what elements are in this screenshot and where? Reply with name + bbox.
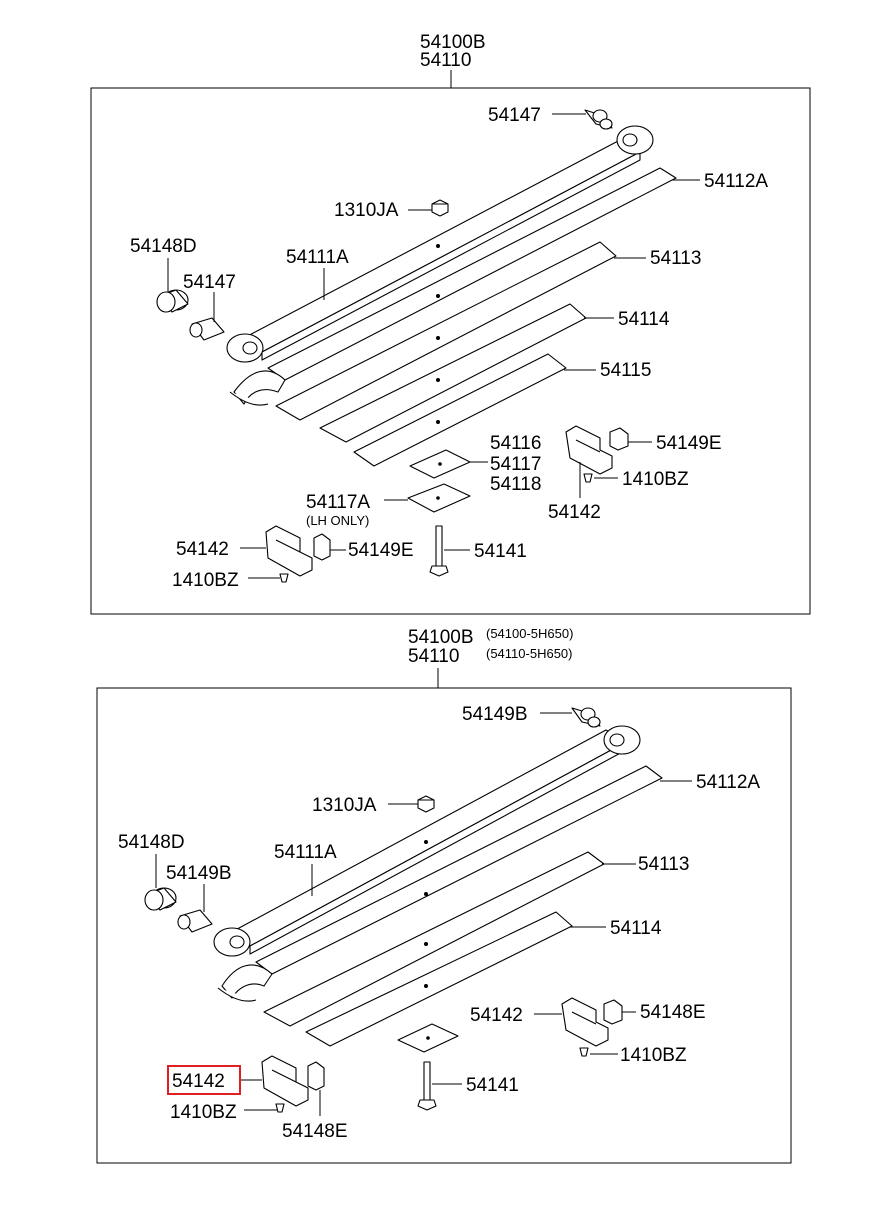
top-center-bolt	[429, 525, 449, 577]
bottom-assembly-number-1[interactable]: 54100B	[408, 627, 474, 648]
top-assembly-number-1[interactable]: 54100B	[420, 32, 486, 53]
bottom-label-leaf-c[interactable]: 54114	[610, 918, 662, 939]
bottom-clip-right	[561, 997, 623, 1057]
bottom-label-leaf-b[interactable]: 54113	[638, 854, 689, 875]
highlight-box	[167, 1065, 241, 1095]
bottom-label-bushing[interactable]: 54148D	[118, 832, 185, 853]
top-label-pad3[interactable]: 54118	[490, 474, 541, 495]
top-label-leaf-d[interactable]: 54115	[600, 360, 651, 381]
top-label-main-leaf[interactable]: 54111A	[286, 247, 349, 268]
bottom-label-pin-left[interactable]: 54149B	[166, 863, 232, 884]
top-leaf-54112a	[229, 167, 677, 406]
bottom-clip-left	[261, 1055, 325, 1113]
top-diagram-frame	[90, 87, 811, 615]
bottom-diagram: 54100B 54110 (54100-5H650) (54110-5H650)	[96, 626, 792, 1164]
bottom-label-center-bolt[interactable]: 54141	[466, 1075, 519, 1096]
top-label-clip-pin-left[interactable]: 54149E	[348, 540, 414, 561]
bottom-pin-left	[177, 909, 213, 933]
bottom-label-pin-upper[interactable]: 54149B	[462, 704, 528, 725]
bottom-nut	[417, 795, 435, 813]
top-label-bolt-left[interactable]: 1410BZ	[172, 570, 239, 591]
top-label-clip-right[interactable]: 54142	[548, 502, 601, 523]
bottom-label-bolt-left[interactable]: 1410BZ	[170, 1102, 237, 1123]
top-label-lh-note: (LH ONLY)	[306, 513, 369, 528]
bottom-leader-lines	[155, 712, 692, 1116]
bottom-ref-1: (54100-5H650)	[486, 626, 573, 641]
top-bushing	[156, 289, 189, 313]
bottom-label-main-leaf[interactable]: 54111A	[274, 842, 337, 863]
bottom-label-clip-pin-left[interactable]: 54148E	[282, 1121, 348, 1142]
bottom-leaf-54114	[305, 911, 573, 1047]
top-leaf-54113	[275, 241, 617, 421]
bottom-assembly-number-2[interactable]: 54110	[408, 646, 459, 667]
top-label-leaf-c[interactable]: 54114	[618, 309, 670, 330]
top-main-leaf	[226, 125, 654, 363]
top-pin-upper	[584, 109, 613, 130]
top-label-clip-left[interactable]: 54142	[176, 539, 229, 560]
bottom-pin-upper	[571, 707, 601, 728]
top-label-bushing[interactable]: 54148D	[130, 236, 197, 257]
bottom-label-clip-left-highlighted[interactable]: 54142	[172, 1071, 225, 1092]
top-label-center-bolt[interactable]: 54141	[474, 541, 527, 562]
bottom-label-leaf-a[interactable]: 54112A	[696, 772, 760, 793]
top-label-bolt-right[interactable]: 1410BZ	[622, 469, 689, 490]
top-label-pin-upper[interactable]: 54147	[488, 105, 541, 126]
top-label-leaf-b[interactable]: 54113	[650, 248, 701, 269]
bottom-label-bolt-right[interactable]: 1410BZ	[620, 1045, 687, 1066]
top-label-pad1[interactable]: 54116	[490, 433, 541, 454]
top-leaf-54115	[353, 353, 567, 467]
bottom-leaf-54112a	[217, 765, 663, 1002]
top-label-pad2[interactable]: 54117	[490, 454, 541, 475]
top-clip-left	[265, 525, 331, 583]
top-pin-left	[189, 317, 225, 341]
top-leader-lines	[167, 113, 700, 579]
bottom-diagram-frame	[96, 687, 792, 1164]
bottom-label-clip-right[interactable]: 54142	[470, 1005, 523, 1026]
top-label-nut[interactable]: 1310JA	[334, 200, 399, 221]
top-label-leaf-a[interactable]: 54112A	[704, 171, 768, 192]
top-label-pin-left[interactable]: 54147	[183, 272, 236, 293]
bottom-ref-2: (54110-5H650)	[486, 646, 572, 661]
bottom-center-bolt	[417, 1061, 437, 1111]
bottom-main-leaf	[213, 725, 641, 957]
top-clip-right	[565, 425, 629, 483]
top-assembly-number-2[interactable]: 54110	[420, 50, 471, 71]
top-label-clip-pin-right[interactable]: 54149E	[656, 433, 722, 454]
bottom-label-clip-pin-right[interactable]: 54148E	[640, 1002, 706, 1023]
bottom-label-nut[interactable]: 1310JA	[312, 795, 377, 816]
top-diagram: 54100B 54110	[90, 32, 811, 615]
bottom-bushing	[144, 887, 177, 911]
top-label-pad-lh[interactable]: 54117A	[306, 492, 370, 513]
top-nut	[431, 199, 449, 217]
